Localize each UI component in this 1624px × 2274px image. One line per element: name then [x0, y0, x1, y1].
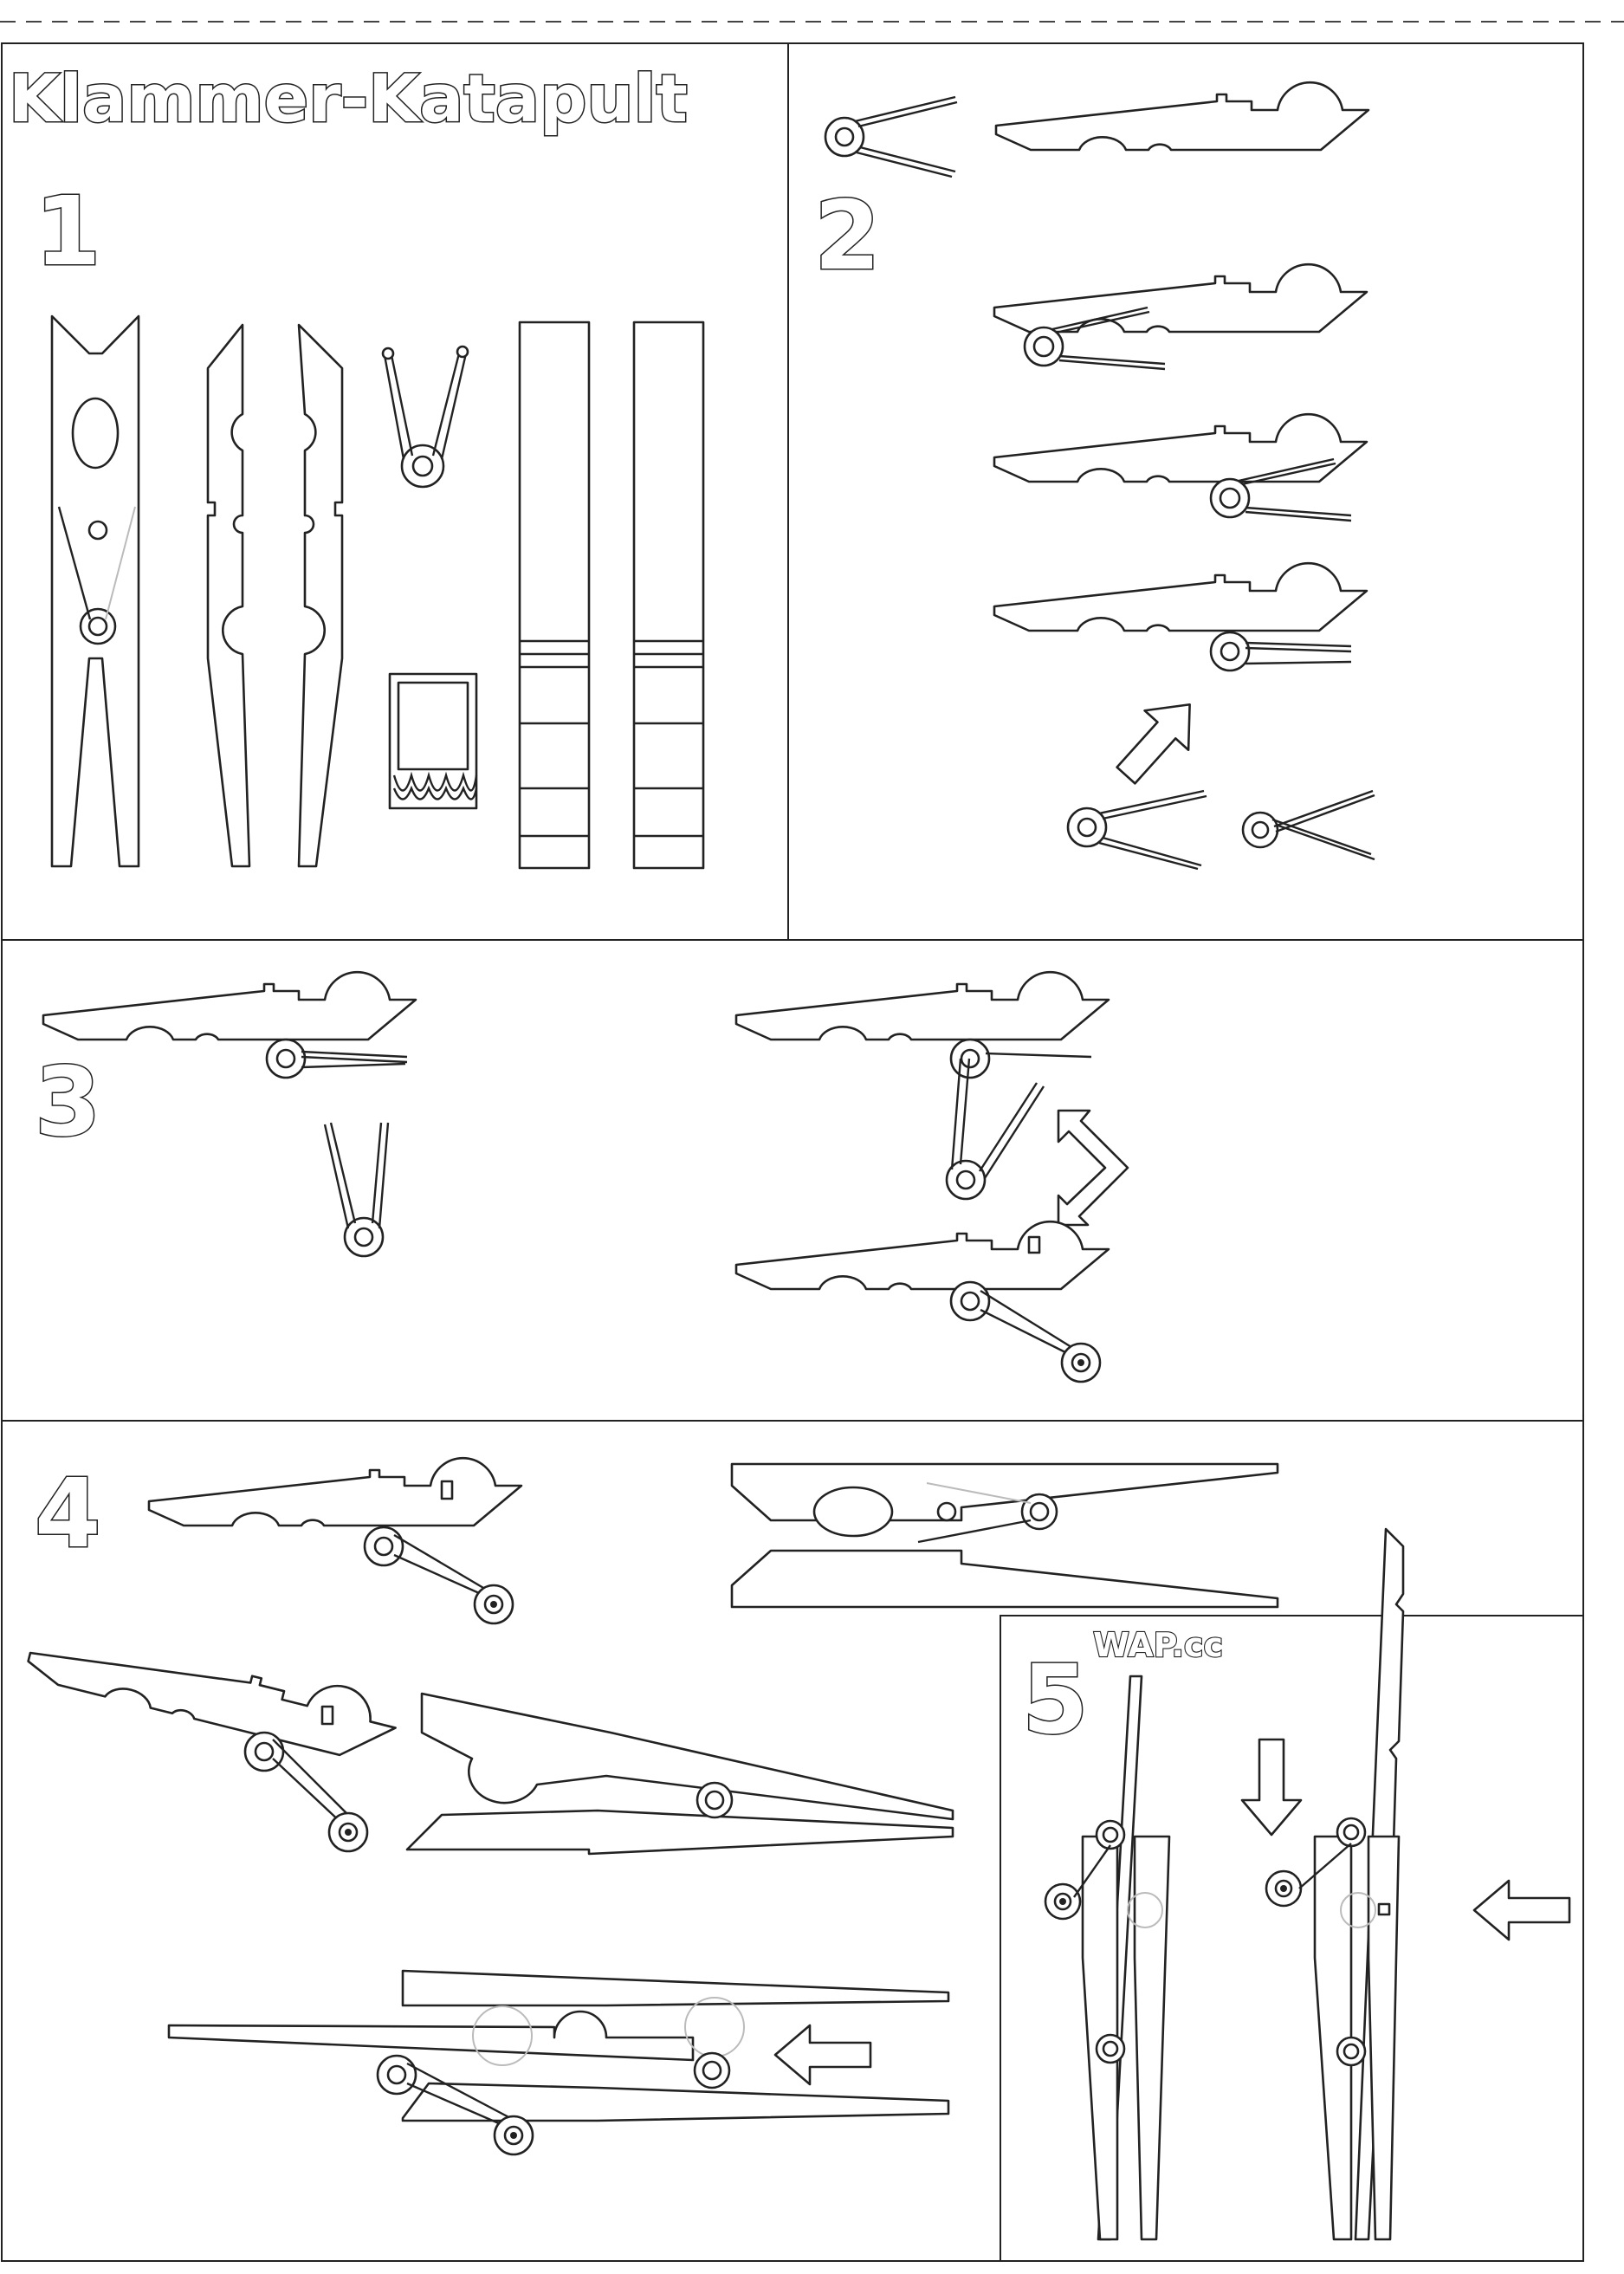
step-number-3: 3	[35, 1046, 101, 1157]
step-4-illustration	[23, 1456, 1279, 2156]
rotate-arrow-icon	[1057, 1109, 1129, 1227]
step-2-illustration	[824, 81, 1375, 871]
top-clothespin-bottom	[401, 1969, 950, 2007]
arrow-down-icon	[1240, 1738, 1303, 1837]
jaw-step2-b	[993, 262, 1368, 334]
arrow-up-right-icon	[1103, 683, 1213, 797]
spring-loose	[824, 95, 958, 178]
coil-hook-2-icon	[327, 1811, 369, 1853]
spring-open	[1066, 789, 1207, 871]
coil-hook-icon	[1060, 1342, 1102, 1383]
clothespin-horizontal	[730, 1462, 1279, 1609]
spring-v	[323, 1122, 390, 1258]
step-number-1: 1	[35, 176, 101, 287]
step-1-illustration	[50, 314, 705, 870]
step-number-2: 2	[814, 180, 881, 291]
spring-top-view	[388, 672, 478, 810]
page-title: Klammer-Katapult	[9, 60, 688, 137]
step-5-illustration	[1044, 1527, 1571, 2241]
jaw-step3-c	[734, 1220, 1110, 1291]
step-3-illustration	[42, 970, 1129, 1383]
arrow-left-icon	[773, 2024, 872, 2086]
base-right-b	[1367, 1835, 1401, 2241]
stick-right	[632, 321, 705, 870]
clothespin-notch-icon	[87, 520, 108, 541]
jaw-step3-b	[734, 970, 1110, 1041]
bottom-clothespin-bottom	[401, 2082, 950, 2122]
jaw-step2-a	[994, 81, 1370, 152]
step-number-4: 4	[35, 1458, 101, 1569]
jaw-left	[206, 323, 251, 868]
jaw-right	[297, 323, 344, 868]
upper-clothespin	[420, 1692, 954, 1821]
spring-crossed	[1241, 789, 1375, 861]
spring-part	[381, 345, 469, 489]
arrow-press-left-icon	[1472, 1879, 1571, 1941]
base-left-b	[1133, 1835, 1171, 2241]
jaw-step2-c	[993, 412, 1368, 483]
brand-logo: WAP.cc	[1093, 1626, 1223, 1664]
jaw-step3-a	[42, 970, 417, 1041]
step-number-5: 5	[1022, 1644, 1089, 1755]
clothespin-hole-icon	[71, 397, 120, 470]
jaw-step4-d	[167, 2010, 695, 2062]
jaw-step4-a	[147, 1456, 523, 1527]
lower-clothespin	[405, 1809, 954, 1856]
jaw-step2-d	[993, 561, 1368, 632]
outer-frame	[1, 42, 1584, 2262]
panel-5-frame	[1000, 1615, 1584, 2262]
assembled-clothespin	[50, 314, 140, 868]
stick-left	[518, 321, 591, 870]
coil-hook-3-icon	[493, 2115, 534, 2156]
spring-rotating	[945, 1058, 1045, 1201]
